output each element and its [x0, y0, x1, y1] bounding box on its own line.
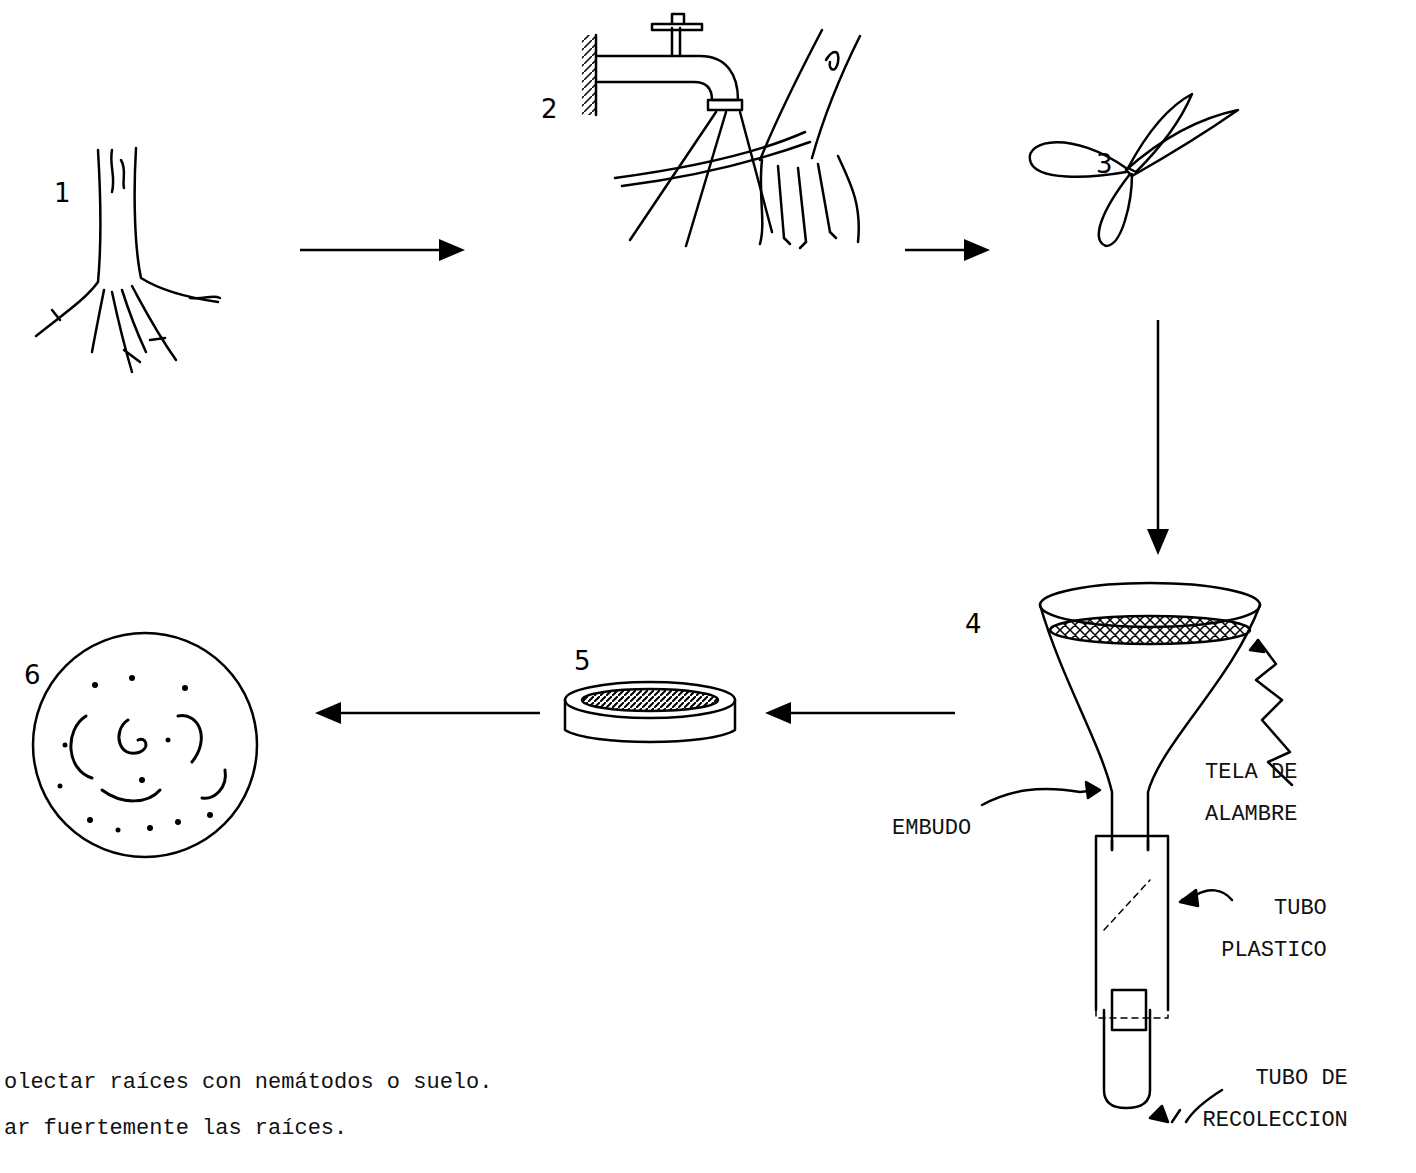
- step-node: 2: [465, 0, 905, 270]
- step-number: 3: [1096, 151, 1113, 177]
- tree-roots: [36, 148, 220, 372]
- faucet-washing: [582, 14, 860, 248]
- step-number: 5: [574, 648, 591, 674]
- part-label: TELA DE ALAMBRE: [1205, 752, 1305, 836]
- arrow-head: [439, 239, 465, 261]
- step-note: olectar raíces con nemátodos o suelo.: [4, 1070, 492, 1096]
- step-number: 4: [965, 611, 982, 637]
- step-node: 5: [540, 640, 765, 780]
- step-node: 1: [30, 150, 300, 380]
- step-number: 2: [541, 96, 558, 122]
- flow-arrow: [315, 702, 540, 724]
- part-label: TUBO PLASTICO: [1208, 888, 1327, 972]
- flow-arrow: [1147, 320, 1169, 555]
- flow-arrow: [905, 239, 990, 261]
- arrow-head: [1147, 529, 1169, 555]
- flow-arrow: [300, 239, 465, 261]
- part-label: TUBO DE RECOLECCION: [1196, 1058, 1348, 1142]
- flow-arrow: [765, 702, 955, 724]
- petri-dish-nematodes: [33, 633, 257, 857]
- arrow-head: [315, 702, 341, 724]
- arrow-line: [1157, 320, 1160, 535]
- arrow-line: [905, 249, 970, 252]
- arrow-line: [335, 712, 540, 715]
- step-node: 4: [955, 555, 1275, 1130]
- scissors: [1030, 94, 1238, 246]
- arrow-head: [765, 702, 791, 724]
- funnel-apparatus: [1040, 583, 1260, 1108]
- part-label: EMBUDO: [892, 808, 971, 850]
- step-number: 6: [24, 662, 41, 688]
- step-node: 6: [10, 650, 315, 910]
- step-number: 1: [54, 180, 71, 206]
- arrow-line: [300, 249, 445, 252]
- sieve-dish: [565, 682, 735, 742]
- step-node: 3: [990, 95, 1250, 320]
- step-note: ar fuertemente las raíces.: [4, 1116, 347, 1142]
- leader-lines: [982, 640, 1292, 1122]
- arrow-head: [964, 239, 990, 261]
- arrow-line: [785, 712, 955, 715]
